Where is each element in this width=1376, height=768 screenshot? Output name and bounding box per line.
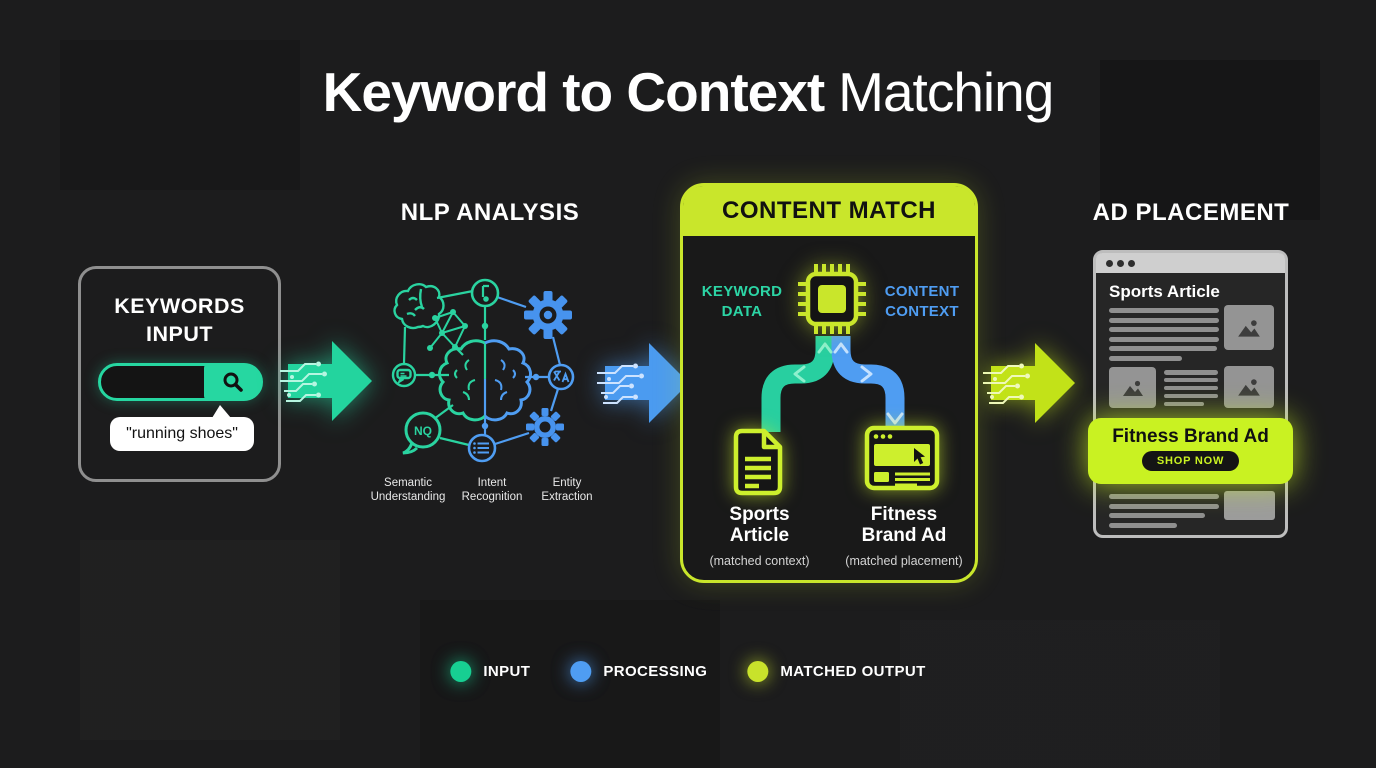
image-placeholder-icon	[1122, 380, 1143, 396]
search-input[interactable]	[98, 363, 263, 401]
gear-small-icon	[526, 408, 564, 446]
article-text-block	[1109, 494, 1219, 532]
ad-window-icon	[864, 425, 940, 491]
matched-article-label: Sports Article (matched context)	[709, 504, 810, 568]
node-mesh-icon	[427, 309, 468, 351]
image-placeholder-icon	[1238, 379, 1260, 396]
keywords-input-panel: KEYWORDS INPUT "running shoes"	[78, 266, 281, 482]
legend-item-matched-output: MATCHED OUTPUT	[747, 661, 925, 682]
window-dot	[1106, 259, 1113, 267]
brain-icon	[393, 283, 445, 330]
matched-output-color-dot	[747, 661, 769, 682]
keywords-input-heading: KEYWORDS INPUT	[81, 292, 278, 349]
title-rest: Matching	[838, 61, 1054, 123]
flow-arrow-matched	[983, 343, 1075, 423]
publisher-page-mockup: Sports Article	[1093, 250, 1288, 538]
query-bubble: "running shoes"	[110, 405, 254, 451]
title-emphasis: Keyword to Context	[322, 61, 825, 123]
input-color-dot	[450, 661, 472, 682]
cursor-icon	[914, 448, 925, 465]
nq-bubble-icon: NQ	[402, 411, 442, 455]
nlp-capability-intent: Intent Recognition	[461, 477, 523, 503]
document-icon	[733, 428, 783, 496]
nlp-brain-network-illustration: NQ	[391, 278, 575, 463]
nq-badge: NQ	[414, 424, 432, 438]
search-icon	[223, 372, 243, 392]
processing-color-dot	[570, 661, 592, 682]
list-icon	[467, 433, 497, 463]
split-brain-icon	[438, 339, 532, 422]
window-dot	[1128, 259, 1135, 267]
gear-icon	[524, 291, 572, 339]
content-context-label: CONTENT CONTEXT	[884, 283, 960, 320]
legend: INPUT PROCESSING MATCHED OUTPUT	[450, 661, 925, 682]
article-title: Sports Article	[1109, 282, 1220, 301]
nlp-capability-semantic: Semantic Understanding	[370, 477, 446, 503]
flow-arrow-input	[280, 341, 372, 421]
nlp-capability-entity: Entity Extraction	[541, 477, 593, 503]
window-dot	[1117, 259, 1124, 267]
language-icon	[547, 363, 575, 391]
keywords-input-heading-line2: INPUT	[146, 322, 213, 347]
search-button[interactable]	[204, 364, 261, 400]
flow-arrow-processing	[597, 343, 689, 423]
chat-bubble-icon	[391, 362, 417, 388]
image-placeholder	[1109, 367, 1156, 408]
image-placeholder-icon	[1238, 319, 1260, 337]
keywords-input-heading-line1: KEYWORDS	[114, 294, 245, 318]
query-text: "running shoes"	[126, 425, 238, 442]
green-links	[402, 289, 487, 447]
ad-banner-title: Fitness Brand Ad	[1112, 426, 1269, 447]
legend-item-input: INPUT	[450, 661, 530, 682]
chip-icon	[798, 264, 866, 334]
legend-item-processing: PROCESSING	[570, 661, 707, 682]
article-text-block	[1109, 308, 1219, 365]
pendulum-icon	[470, 278, 500, 308]
image-placeholder	[1224, 366, 1274, 408]
matched-ad-label: Fitness Brand Ad (matched placement)	[845, 504, 963, 568]
fitness-ad-banner[interactable]: Fitness Brand Ad SHOP NOW	[1088, 418, 1293, 484]
browser-titlebar	[1096, 253, 1285, 273]
shop-now-button[interactable]: SHOP NOW	[1141, 451, 1240, 471]
content-match-heading: CONTENT MATCH	[683, 186, 975, 236]
image-placeholder	[1224, 305, 1274, 350]
image-placeholder	[1224, 491, 1275, 520]
nlp-analysis-heading: NLP ANALYSIS	[400, 199, 580, 226]
ad-placement-heading: AD PLACEMENT	[1092, 199, 1290, 226]
article-text-block	[1164, 370, 1218, 409]
keyword-data-label: KEYWORD DATA	[701, 283, 783, 320]
content-match-panel: CONTENT MATCH KEYWORD DATA CONTENT CONTE…	[680, 183, 978, 583]
